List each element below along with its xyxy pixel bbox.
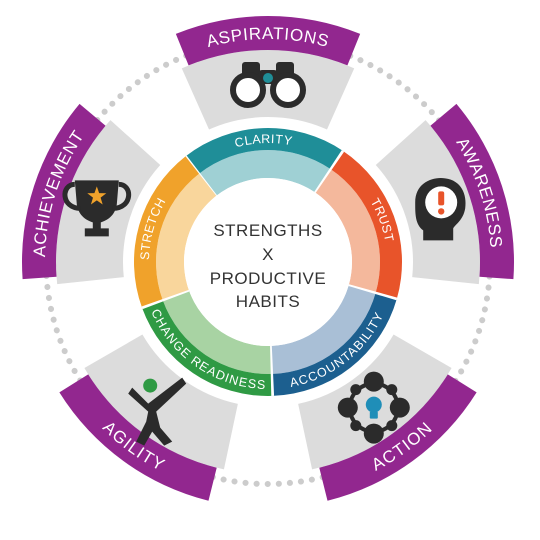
team-lightbulb-icon — [337, 371, 410, 444]
center-hub: STRENGTHS X PRODUCTIVE HABITS — [184, 178, 352, 346]
center-line-2: X — [262, 245, 274, 264]
cycle-arrows — [33, 40, 493, 487]
outer-stages: ASPIRATIONSAWARENESSACTIONAGILITYACHIEVE… — [22, 16, 514, 501]
cycle-arrow-4 — [33, 242, 97, 402]
ring-segment-band — [185, 127, 343, 174]
ring-segment-trust: TRUST — [314, 150, 402, 299]
ring-segment-band — [142, 300, 273, 396]
cycle-arrow-2 — [435, 251, 493, 409]
leaping-person-icon — [128, 377, 187, 446]
ring-segment-inner — [199, 150, 331, 196]
stage-band — [175, 16, 361, 66]
ring-segment-band — [134, 156, 200, 308]
ring-segment-inner — [270, 285, 376, 374]
cycle-arrow-5 — [80, 40, 219, 141]
head-exclamation-icon — [415, 178, 466, 241]
binoculars-icon — [230, 62, 306, 108]
ring-segment-inner — [155, 173, 217, 301]
cycle-arrow-3 — [180, 463, 347, 487]
trophy-star-icon — [62, 180, 132, 237]
center-line-4: HABITS — [236, 292, 300, 311]
stage-agility: AGILITY — [59, 334, 238, 501]
stage-band — [319, 374, 477, 501]
ring-segment-band — [330, 150, 402, 299]
stage-awareness: AWARENESS — [375, 103, 514, 285]
ring-segment-inner — [314, 169, 381, 293]
stage-panel — [181, 49, 355, 130]
center-line-3: PRODUCTIVE — [210, 269, 326, 288]
ring-segment-stretch: STRETCH — [134, 156, 217, 310]
stage-band — [59, 374, 217, 501]
ring-segment-band — [271, 292, 397, 396]
ring-segment-inner — [162, 290, 272, 374]
stage-aspirations: ASPIRATIONS — [175, 16, 361, 130]
ring-segment-change-readiness: CHANGE READINESS — [142, 290, 275, 396]
ring-segment-label: CLARITY — [233, 132, 294, 150]
cycle-arrow-1 — [326, 45, 459, 148]
center-line-1: STRENGTHS — [213, 221, 322, 240]
stage-action: ACTION — [298, 334, 477, 501]
stage-band — [430, 103, 514, 280]
